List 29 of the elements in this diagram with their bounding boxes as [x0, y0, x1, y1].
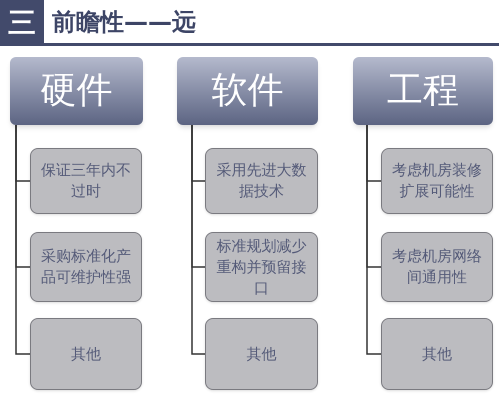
item-box	[205, 148, 318, 214]
item-text: 保证三年内不过时	[40, 160, 132, 202]
item-text: 采用先进大数据技术	[216, 160, 308, 202]
connector-line	[15, 125, 30, 355]
item-text: 考虑机房网络间通用性	[391, 246, 483, 288]
category-box	[177, 57, 318, 125]
section-number: 三	[0, 0, 44, 46]
item-box	[381, 148, 493, 214]
item-text: 其他	[422, 344, 452, 364]
item-box	[381, 318, 493, 390]
category-label: 软件	[212, 73, 284, 109]
item-text: 采购标准化产品可维护性强	[40, 246, 132, 288]
connector-line	[366, 125, 381, 355]
item-text: 考虑机房装修扩展可能性	[391, 160, 483, 202]
item-box	[30, 318, 142, 390]
title: 前瞻性——远	[52, 7, 196, 38]
item-text: 标准规划减少重构并预留接口	[216, 236, 308, 298]
category-box	[10, 57, 143, 125]
item-box	[205, 232, 318, 302]
category-box	[353, 57, 493, 125]
item-box	[205, 318, 318, 390]
item-text: 其他	[246, 344, 276, 364]
connector-line	[191, 125, 205, 355]
category-label: 硬件	[40, 73, 112, 109]
item-box	[381, 232, 493, 302]
item-box	[30, 148, 142, 214]
category-label: 工程	[387, 73, 459, 109]
item-box	[30, 232, 142, 302]
item-text: 其他	[71, 344, 101, 364]
